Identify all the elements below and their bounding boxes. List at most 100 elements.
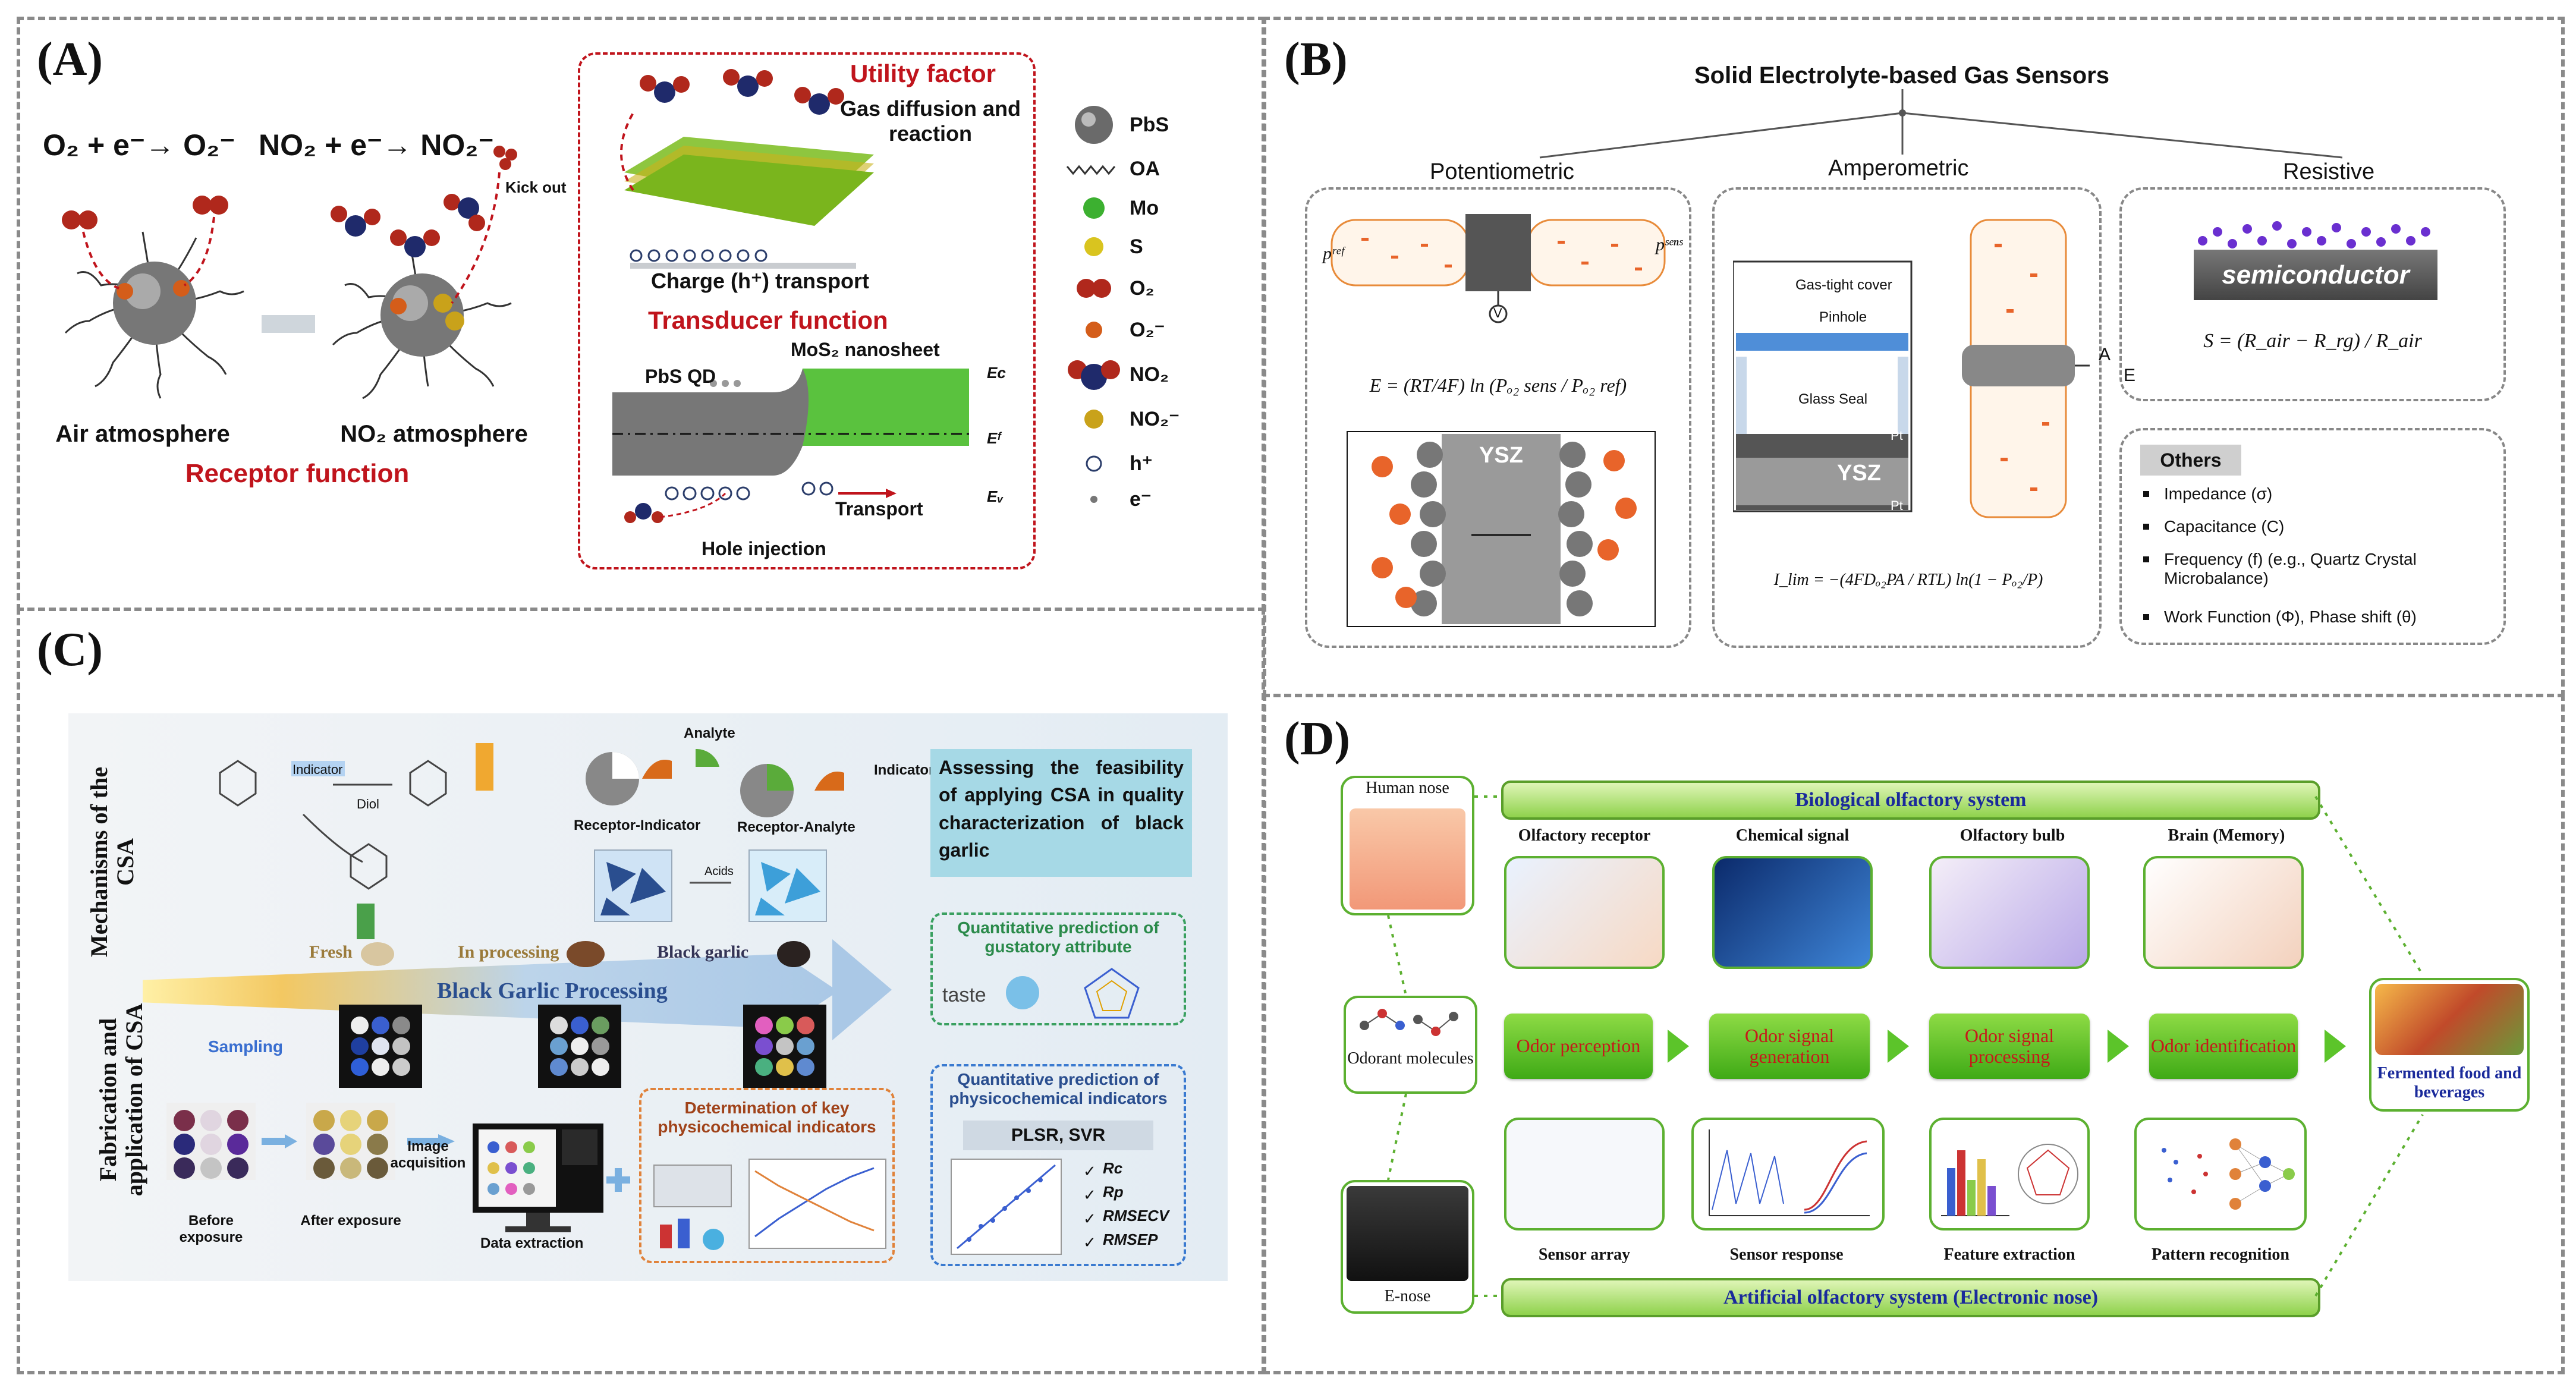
- receptor-analyte-label: Receptor-Analyte: [737, 819, 855, 835]
- metric-rc: Rc: [1103, 1159, 1123, 1177]
- panel-a-label: (A): [37, 33, 103, 86]
- legend-electron: e⁻: [1058, 487, 1152, 511]
- panel-d-label: (D): [1284, 713, 1351, 765]
- step-odor-identification: Odor identification: [2149, 1014, 2298, 1079]
- legend-no2-minus: NO₂⁻: [1058, 407, 1180, 431]
- diol-tag: Diol: [357, 797, 379, 811]
- legend-mo: Mo: [1058, 196, 1159, 220]
- ec-label: Eᴄ: [987, 364, 1006, 382]
- arrow-step-3: [2108, 1030, 2129, 1063]
- plate-before: [166, 1103, 256, 1180]
- indicator-label: Indicator: [874, 762, 935, 778]
- instrument-and-graph: [653, 1159, 886, 1250]
- in-processing-label: In processing: [458, 942, 559, 962]
- fabrication-label: Fabrication and application of CSA: [95, 1003, 147, 1197]
- arrow-gray: [262, 315, 315, 333]
- feature-bars: [1941, 1144, 2078, 1216]
- psens-label: pˢᵉⁿˢ: [1656, 235, 1682, 254]
- black-garlic-processing-label: Black Garlic Processing: [437, 978, 668, 1003]
- no2-atmosphere-label: NO₂ atmosphere: [340, 421, 528, 447]
- image-acquisition-label: Image acquisition: [390, 1138, 466, 1171]
- sensor-response-image: [1691, 1118, 1885, 1230]
- panel-b-label: (B): [1284, 33, 1348, 86]
- determination-box: [639, 1088, 895, 1263]
- ilim-equation: I_lim = −(4FDₒ₂PA / RTL) ln(1 − Pₒ₂/P): [1773, 571, 2043, 589]
- gustatory-label: Quantitative prediction of gustatory att…: [957, 918, 1159, 956]
- mos2-nanosheet-label: MoS₂ nanosheet: [791, 339, 940, 360]
- e-nose-label: E-nose: [1384, 1287, 1431, 1305]
- others-item-capacitance: Capacitance (C): [2164, 517, 2285, 536]
- indicator-chemistry: [219, 743, 493, 939]
- semiconductor-dots: [2198, 221, 2430, 248]
- others-item-frequency: Frequency (f) (e.g., Quartz Crystal Micr…: [2164, 550, 2417, 587]
- receptor-indicator-shapes: [586, 749, 844, 922]
- metric-rmsep: RMSEP: [1103, 1230, 1158, 1248]
- panel-d-frame: [1263, 694, 2565, 1374]
- legend-s: S: [1058, 235, 1143, 259]
- pt-label-bottom: Pt: [1891, 498, 1903, 513]
- equation-no2: NO₂ + e⁻→ NO₂⁻: [259, 128, 494, 162]
- sensor-array-image: [1504, 1118, 1665, 1230]
- brain-label: Brain (Memory): [2168, 826, 2285, 845]
- bullet-1: [2143, 491, 2149, 497]
- others-box: [2119, 428, 2506, 645]
- bullet-3: [2143, 556, 2149, 562]
- human-nose-label: Human nose: [1366, 779, 1449, 797]
- gas-diffusion-label: Gas diffusion and reaction: [839, 96, 1021, 146]
- indicator-tag: Indicator: [292, 762, 343, 777]
- pattern-recognition-image: [2134, 1118, 2307, 1230]
- pinhole-label: Pinhole: [1819, 309, 1867, 325]
- analyte-label: Analyte: [684, 725, 735, 741]
- acids-label: Acids: [704, 865, 734, 878]
- pbs-qd-no2-illustration: [331, 146, 517, 399]
- e-label: E: [2124, 366, 2136, 385]
- olfactory-receptor-label: Olfactory receptor: [1518, 826, 1651, 845]
- panel-b-title: Solid Electrolyte-based Gas Sensors: [1694, 62, 2110, 89]
- transport-label: Transport: [835, 498, 923, 520]
- gas-tight-cover-label: Gas-tight cover: [1795, 277, 1892, 293]
- legend-pbs: PbS: [1058, 104, 1169, 146]
- pattern-recognition-label: Pattern recognition: [2152, 1245, 2289, 1264]
- ysz-label-amperometric: YSZ: [1837, 461, 1881, 486]
- plsr-svr-label: PLSR, SVR: [963, 1121, 1153, 1150]
- pt-label-top: Pt: [1891, 428, 1903, 443]
- amperometric-label: Amperometric: [1828, 156, 1969, 181]
- pbs-qd-air-illustration: [62, 196, 244, 399]
- odorant-molecules-image: [1360, 1009, 1458, 1036]
- artificial-system-bar: Artificial olfactory system (Electronic …: [1501, 1278, 2320, 1317]
- potentiometric-box: [1305, 187, 1691, 648]
- ysz-zoom: [1347, 431, 1656, 627]
- amperometric-cell: [1733, 219, 2090, 518]
- mos2-nanosheet-illustration: [620, 69, 874, 269]
- neural-net: [2162, 1138, 2295, 1210]
- ef-label: Eᶠ: [987, 429, 1001, 447]
- resistive-box: [2119, 187, 2506, 401]
- legend-no2: NO₂: [1058, 357, 1169, 392]
- nose-image: [1350, 808, 1465, 910]
- olfactory-bulb-label: Olfactory bulb: [1959, 826, 2065, 845]
- sensor-response-plot: [1709, 1129, 1870, 1216]
- arrow-step-2: [1888, 1030, 1909, 1063]
- equation-o2: O₂ + e⁻→ O₂⁻: [43, 128, 235, 162]
- receptor-function-label: Receptor function: [185, 459, 410, 488]
- physicochemical-box: [930, 1064, 1186, 1266]
- plate-after: [306, 1103, 395, 1180]
- olfactory-bulb-image: [1929, 856, 2090, 969]
- potentiometric-cell: [1331, 214, 1666, 323]
- csa-arrays: [339, 1005, 826, 1088]
- e-nose-image: [1347, 1186, 1468, 1281]
- legend-o2-minus: O₂⁻: [1058, 318, 1165, 342]
- fermented-image: [2375, 984, 2524, 1055]
- feature-extraction-image: [1929, 1118, 2090, 1230]
- ysz-label-potentiometric: YSZ: [1479, 443, 1523, 468]
- step-odor-signal-generation: Odor signal generation: [1709, 1014, 1870, 1079]
- receptor-indicator-label: Receptor-Indicator: [574, 817, 701, 833]
- legend-hole: h⁺: [1058, 452, 1153, 476]
- mechanisms-label: Mechanisms of the CSA: [86, 767, 139, 957]
- glass-seal-label: Glass Seal: [1798, 391, 1868, 407]
- pbs-qd-label: PbS QD: [645, 366, 716, 387]
- olfactory-receptor-image: [1504, 856, 1665, 969]
- transducer-dashed-box: [578, 52, 1036, 569]
- others-item-impedance: Impedance (σ): [2164, 484, 2273, 503]
- step-odor-signal-processing: Odor signal processing: [1929, 1014, 2090, 1079]
